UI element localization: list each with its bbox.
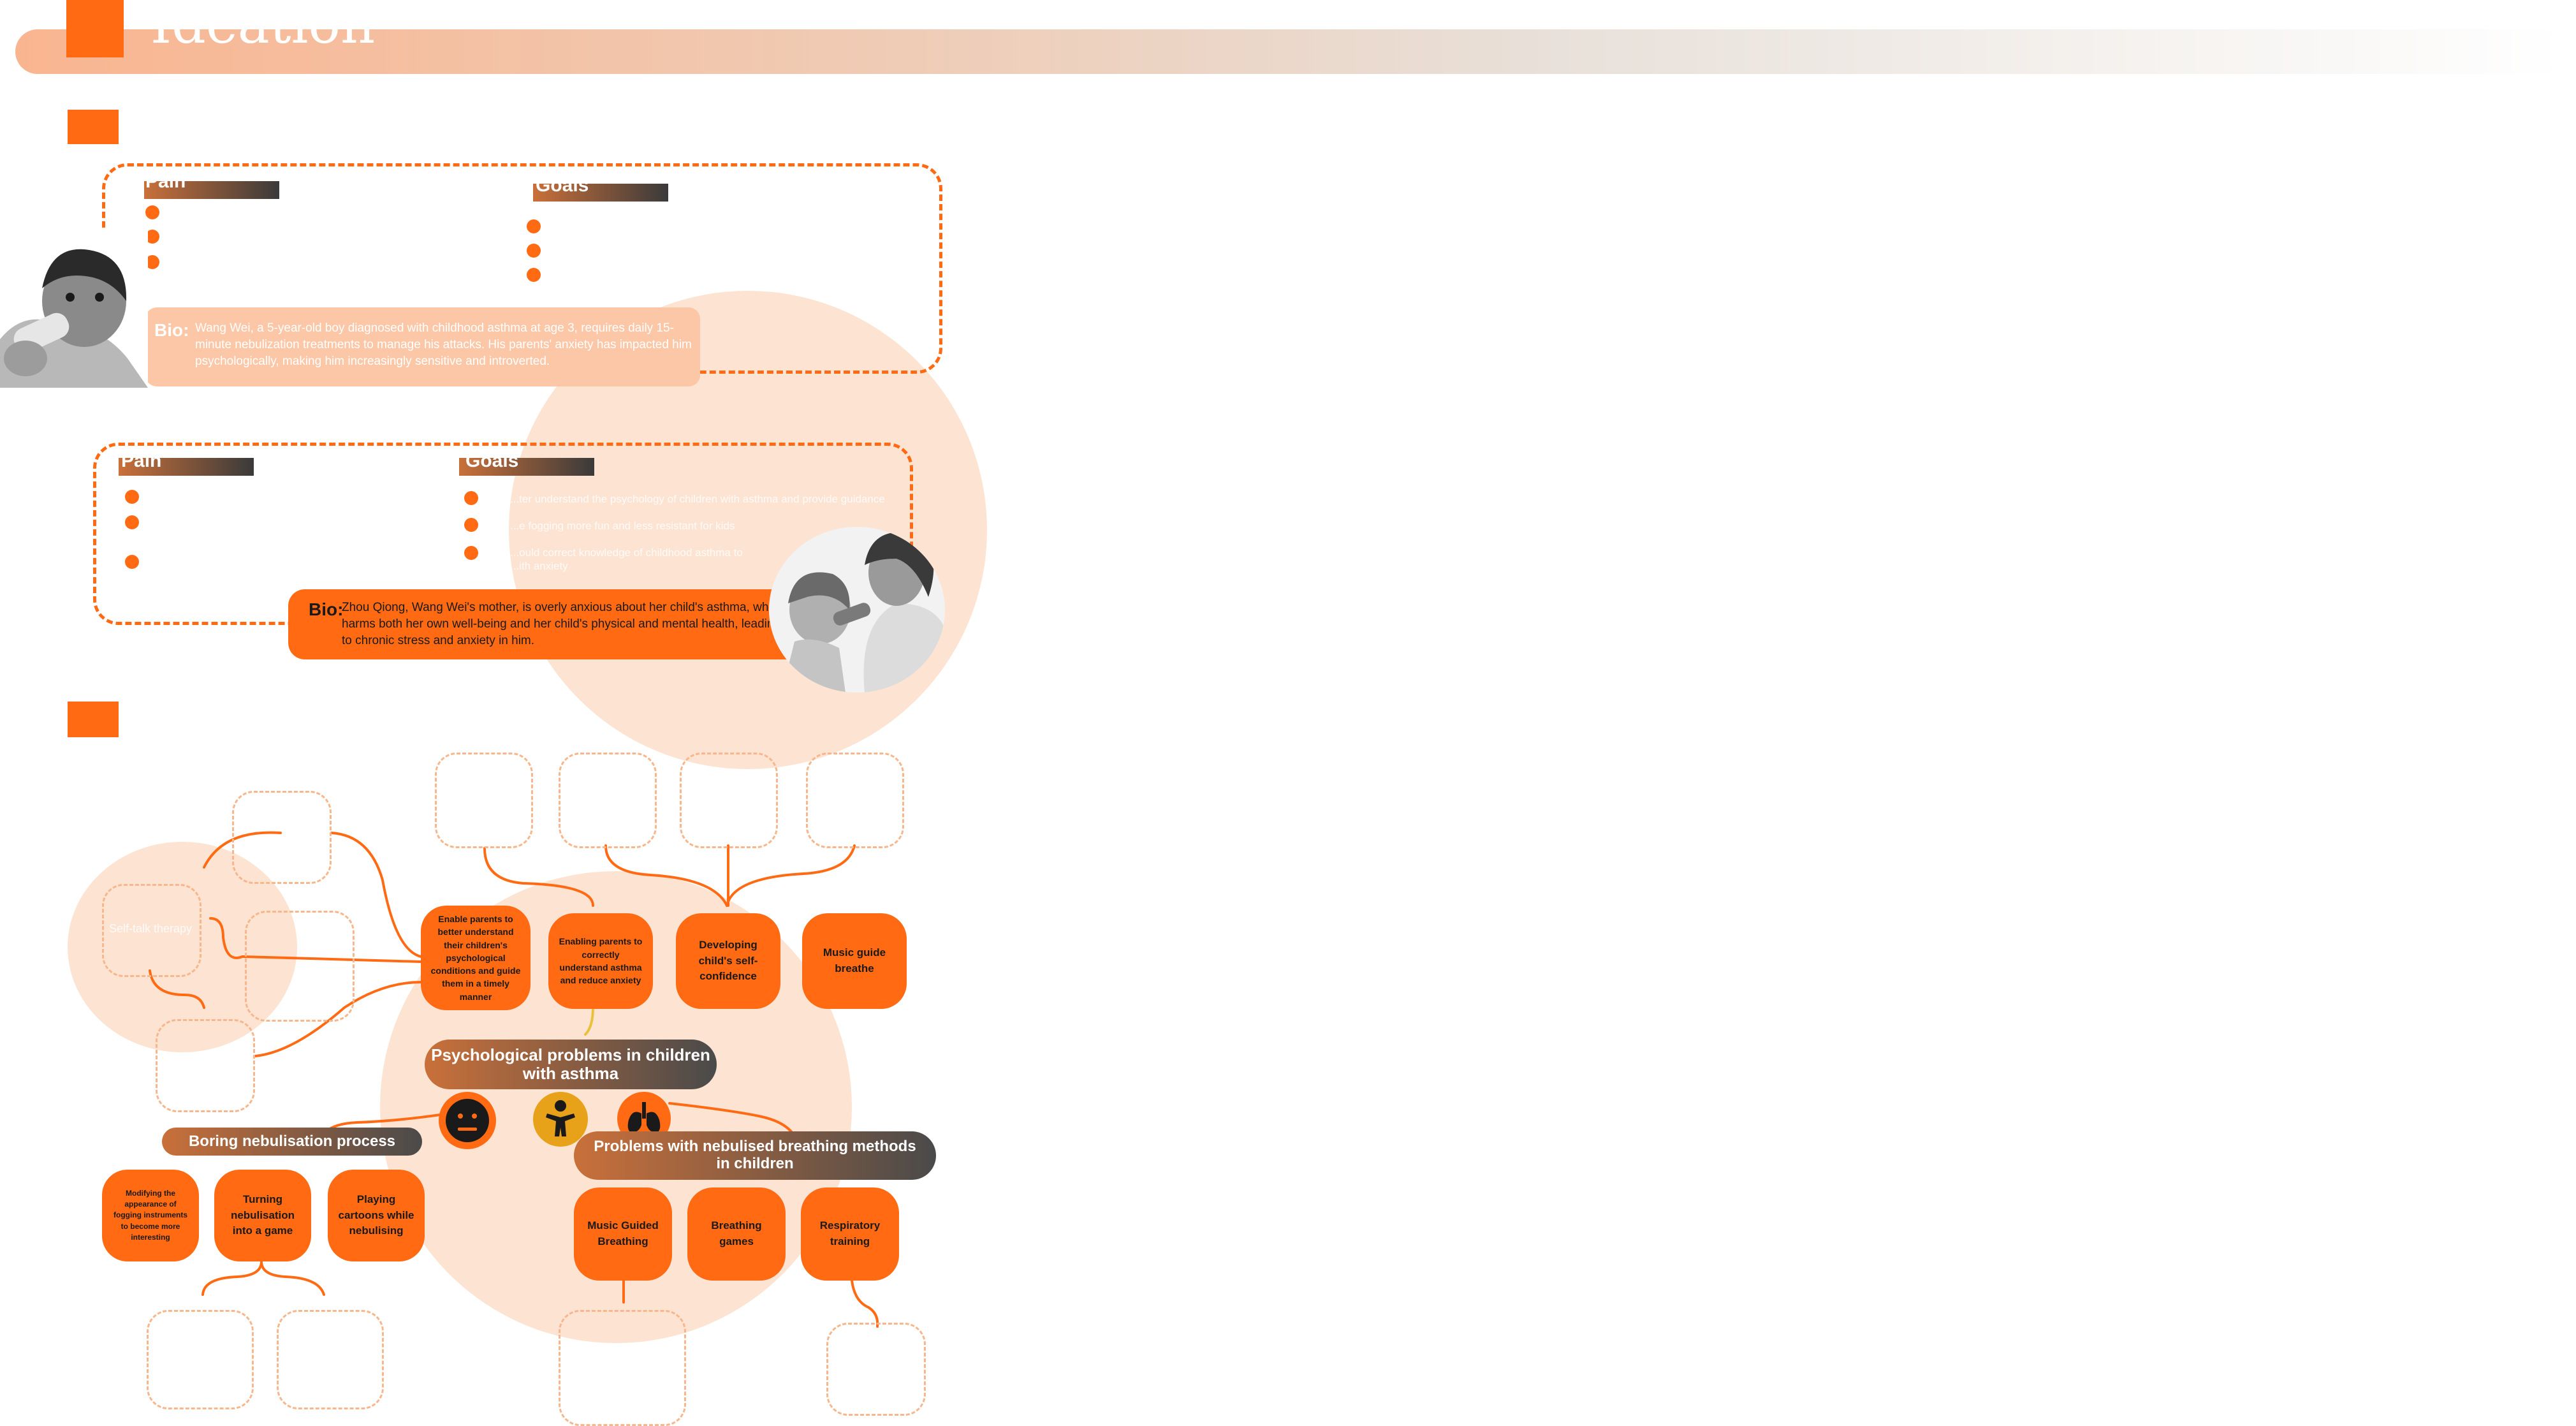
idea-node: Modifying the appearance of fogging inst… [102, 1170, 199, 1261]
pain-bullet [125, 515, 139, 529]
neutral-face-icon [439, 1092, 496, 1149]
goal-text: ...ould correct knowledge of childhood a… [510, 547, 743, 573]
empty-idea-box [232, 791, 332, 884]
child-photo [0, 231, 148, 388]
idea-node: Enabling parents to correctly understand… [548, 913, 653, 1009]
empty-idea-box [156, 1019, 255, 1112]
child-figure-icon [533, 1092, 588, 1147]
idea-node: Turning nebulisation into a game [214, 1170, 311, 1261]
ghost-box-self-talk: Self-talk therapy [102, 884, 201, 977]
bio-card-child [145, 307, 700, 386]
idea-node: Developing child's self-confidence [676, 913, 780, 1009]
bio-card-mother [288, 589, 811, 659]
branch-breathing-methods: Problems with nebulised breathing method… [574, 1131, 936, 1180]
bio-label: Bio: [154, 320, 189, 340]
goals-label: Goals [465, 450, 519, 471]
goals-bullet [527, 219, 541, 233]
goals-tag-bar [459, 458, 594, 476]
bio-text-child: Wang Wei, a 5-year-old boy diagnosed wit… [195, 321, 692, 369]
branch-boring-nebulisation: Boring nebulisation process [162, 1128, 422, 1156]
goals-bullet [464, 518, 478, 532]
section-marker-personas [68, 110, 119, 144]
goals-bullet [464, 491, 478, 505]
goals-bullet [527, 268, 541, 282]
bio-text-mother: Zhou Qiong, Wang Wei's mother, is overly… [342, 601, 784, 648]
pain-tag-bar [144, 181, 279, 199]
empty-idea-box [559, 1310, 686, 1426]
empty-idea-box [277, 1310, 384, 1409]
empty-idea-box [826, 1323, 926, 1416]
idea-node: Enable parents to better understand thei… [421, 906, 531, 1010]
empty-idea-box [806, 753, 904, 848]
pain-bullet [125, 555, 139, 569]
goals-label: Goals [536, 175, 589, 196]
pain-label: Pain [145, 171, 186, 192]
idea-node: Respiratory training [801, 1187, 899, 1281]
bio-label: Bio: [309, 599, 344, 619]
empty-idea-box [245, 911, 355, 1022]
section-marker-mindmap [68, 702, 119, 737]
idea-node: Music guide breathe [802, 913, 907, 1009]
center-topic: Psychological problems in children with … [425, 1040, 717, 1089]
empty-idea-box [680, 753, 778, 848]
pain-bullet [145, 205, 159, 219]
empty-idea-box [559, 753, 657, 848]
goal-text: ...e fogging more fun and less resistant… [510, 520, 735, 532]
goal-text: ...ter understand the psychology of chil… [510, 493, 885, 505]
idea-node: Music Guided Breathing [574, 1187, 672, 1281]
pain-tag-bar [119, 458, 254, 476]
pain-bullet [145, 230, 159, 244]
pain-bullet [125, 490, 139, 504]
idea-node: Playing cartoons while nebulising [328, 1170, 425, 1261]
goals-tag-bar [533, 184, 668, 202]
header-bar [15, 29, 2566, 74]
idea-node: Breathing games [687, 1187, 786, 1281]
ghost-label: Self-talk therapy [109, 922, 193, 935]
pain-label: Pain [121, 450, 162, 471]
pain-bullet [145, 255, 159, 269]
page-title: Ideation [150, 0, 376, 55]
goals-bullet [527, 244, 541, 258]
empty-idea-box [147, 1310, 254, 1409]
goals-bullet [464, 546, 478, 560]
header-accent-square [66, 0, 124, 57]
empty-idea-box [435, 753, 533, 848]
